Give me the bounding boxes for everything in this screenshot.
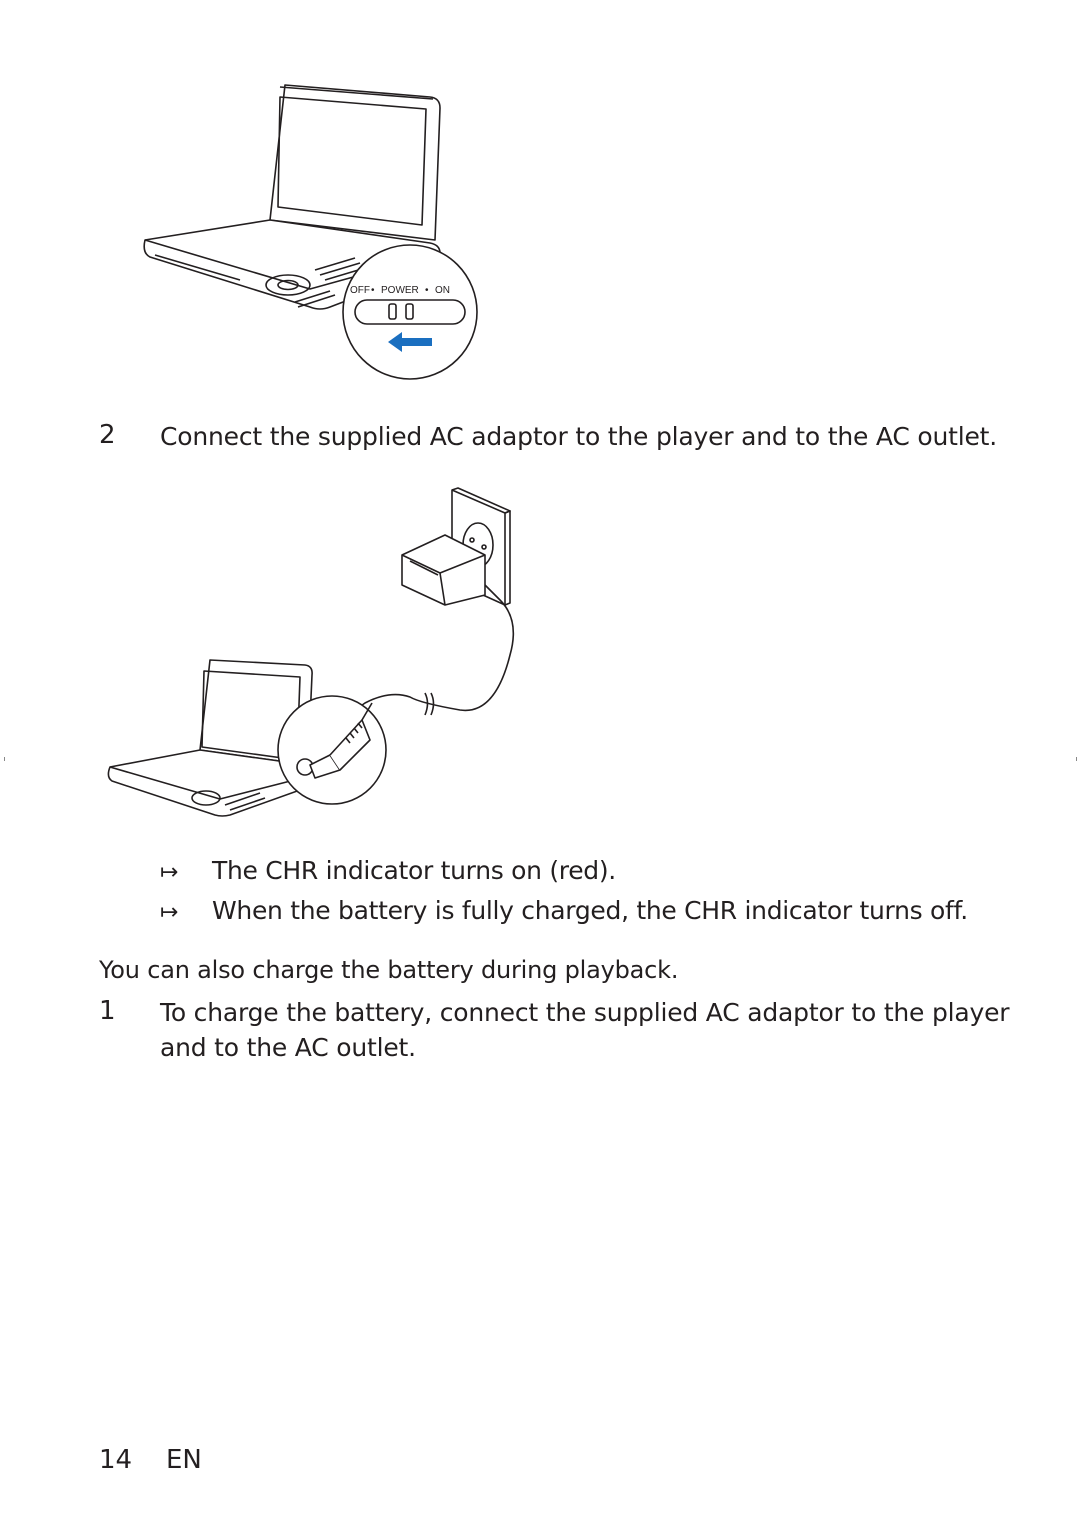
result-arrow-icon: ↦: [160, 860, 179, 885]
slide-left-arrow-icon: [388, 332, 432, 352]
chr-term: CHR: [265, 856, 318, 885]
switch-label-off: OFF: [350, 285, 370, 296]
section-heading: You can also charge the battery during p…: [99, 956, 679, 984]
svg-text:•: •: [371, 285, 375, 296]
step-number: 1: [99, 996, 116, 1026]
step-text: Connect the supplied AC adaptor to the p…: [160, 422, 997, 451]
result-text-pre: The: [212, 856, 266, 885]
crop-mark: [4, 757, 5, 761]
step-text-line-2: and to the AC outlet.: [160, 1033, 416, 1062]
crop-mark: [1076, 757, 1077, 761]
step-text-line-1: To charge the battery, connect the suppl…: [160, 998, 1010, 1027]
page-number: 14: [99, 1445, 133, 1475]
result-text-pre: When the battery is fully charged, the: [212, 896, 685, 925]
result-item: When the battery is fully charged, the C…: [212, 896, 968, 925]
result-text-post: indicator turns on (red).: [317, 856, 617, 885]
player-power-switch-illustration: OFF • POWER • ON: [143, 84, 478, 380]
chr-term: CHR: [684, 896, 737, 925]
result-item: The CHR indicator turns on (red).: [212, 856, 616, 885]
result-text-post: indicator turns off.: [736, 896, 969, 925]
ac-adaptor-connection-illustration: [107, 487, 515, 817]
language-code: EN: [166, 1445, 202, 1475]
switch-label-on: ON: [435, 285, 450, 296]
step-number: 2: [99, 420, 116, 450]
svg-text:•: •: [425, 285, 429, 296]
result-arrow-icon: ↦: [160, 900, 179, 925]
switch-label-power: POWER: [381, 285, 419, 296]
